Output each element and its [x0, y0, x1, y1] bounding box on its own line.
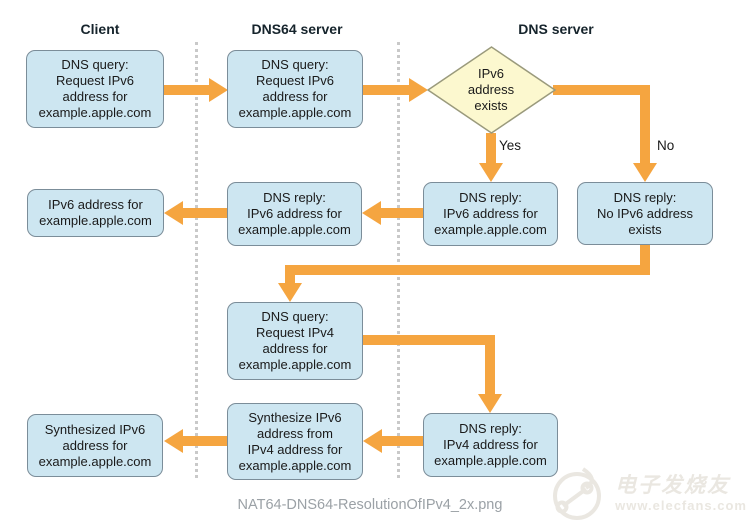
- column-header-client: Client: [80, 21, 120, 37]
- lane-divider-dns64-dns: [397, 42, 400, 478]
- arrow-dns-reply-ipv4-to-dns64: [363, 429, 423, 453]
- node-dns-dns-reply-ipv6: DNS reply: IPv6 address for example.appl…: [423, 182, 558, 246]
- node-dns64-synthesize-ipv6: Synthesize IPv6 address from IPv4 addres…: [227, 403, 363, 480]
- watermark: 电子发烧友 www.elecfans.com: [550, 465, 747, 521]
- elecfans-logo-icon: [553, 467, 602, 520]
- arrow-client-query-to-dns64: [164, 78, 228, 102]
- node-dns64-synthesize-ipv6-label: Synthesize IPv6 address from IPv4 addres…: [238, 409, 352, 473]
- node-dns64-dns-query-ipv4-label: DNS query: Request IPv4 address for exam…: [238, 309, 352, 372]
- column-header-dns-server: DNS server: [518, 21, 594, 37]
- node-dns-dns-reply-no-ipv6: DNS reply: No IPv6 address exists: [577, 182, 713, 245]
- node-client-dns-query-ipv6: DNS query: Request IPv6 address for exam…: [26, 50, 164, 128]
- node-client-dns-query-ipv6-label: DNS query: Request IPv6 address for exam…: [38, 57, 152, 120]
- figure-caption: NAT64-DNS64-ResolutionOfIPv4_2x.png: [237, 497, 503, 513]
- edge-label-no: No: [657, 138, 675, 153]
- node-dns-dns-reply-ipv4: DNS reply: IPv4 address for example.appl…: [423, 413, 558, 477]
- arrow-dns64-synth-to-client: [164, 429, 227, 453]
- edge-label-yes: Yes: [499, 138, 522, 153]
- node-client-synthesized-ipv6: Synthesized IPv6 address for example.app…: [27, 414, 163, 477]
- node-dns64-dns-query-ipv4: DNS query: Request IPv4 address for exam…: [227, 302, 363, 380]
- lane-divider-client-dns64: [195, 42, 198, 478]
- arrow-dns64-query-to-decision: [363, 78, 428, 102]
- node-dns-dns-reply-no-ipv6-label: DNS reply: No IPv6 address exists: [596, 189, 694, 237]
- arrow-dns-reply-to-dns64: [362, 201, 423, 225]
- decision-diamond-ipv6-exists: [426, 46, 557, 134]
- watermark-url-text: www.elecfans.com: [615, 497, 747, 513]
- arrow-dns64-query-ipv4-to-dns: [363, 335, 502, 413]
- node-dns-dns-reply-ipv4-label: DNS reply: IPv4 address for example.appl…: [434, 421, 547, 468]
- node-dns-dns-reply-ipv6-label: DNS reply: IPv6 address for example.appl…: [434, 190, 547, 237]
- node-dns64-dns-reply-ipv6: DNS reply: IPv6 address for example.appl…: [227, 182, 362, 246]
- column-header-dns64-server: DNS64 server: [251, 21, 343, 37]
- arrow-decision-yes-down: [479, 133, 503, 182]
- arrow-no-reply-to-dns64-query-ipv4: [278, 245, 650, 302]
- arrow-dns64-reply-to-client: [164, 201, 227, 225]
- node-dns64-dns-query-ipv6-label: DNS query: Request IPv6 address for exam…: [238, 57, 352, 120]
- node-client-ipv6-address-result-label: IPv6 address for example.apple.com: [39, 197, 152, 228]
- node-dns64-dns-reply-ipv6-label: DNS reply: IPv6 address for example.appl…: [238, 190, 351, 237]
- arrow-decision-no-elbow: [553, 85, 657, 182]
- node-dns64-dns-query-ipv6: DNS query: Request IPv6 address for exam…: [227, 50, 363, 128]
- node-client-synthesized-ipv6-label: Synthesized IPv6 address for example.app…: [38, 421, 152, 469]
- node-client-ipv6-address-result: IPv6 address for example.apple.com: [27, 189, 164, 237]
- decision-label: IPv6 address exists: [467, 66, 515, 113]
- watermark-brand-text: 电子发烧友: [615, 473, 731, 497]
